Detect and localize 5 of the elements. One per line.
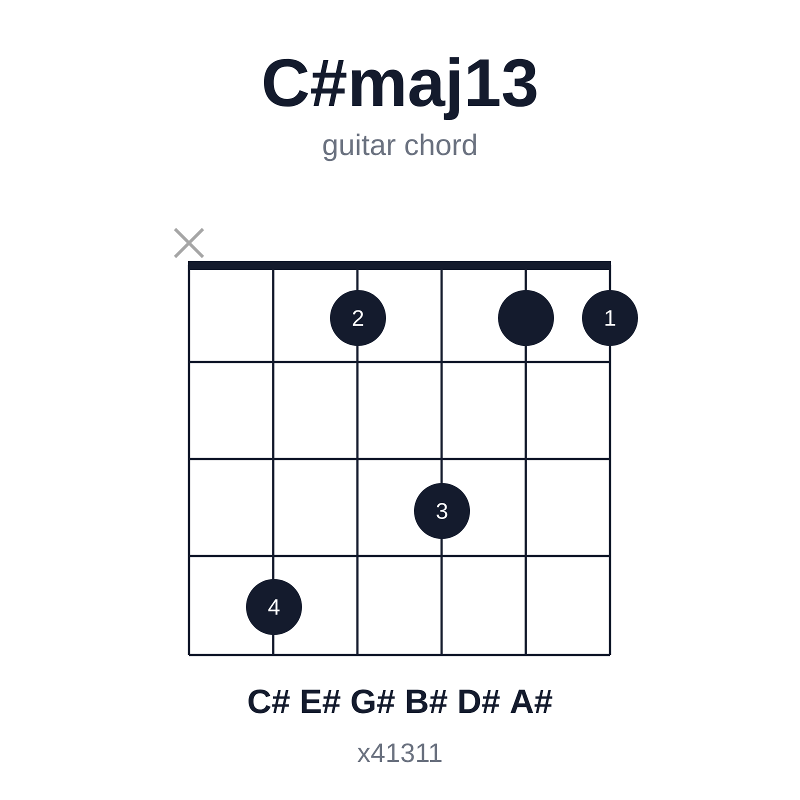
chord-notes: C# E# G# B# D# A# xyxy=(248,689,552,714)
chord-title: C#maj13 xyxy=(264,57,536,120)
barre-dot xyxy=(498,290,554,346)
subtitle: guitar chord xyxy=(323,134,476,162)
fingering-code: x41311 xyxy=(357,743,442,762)
